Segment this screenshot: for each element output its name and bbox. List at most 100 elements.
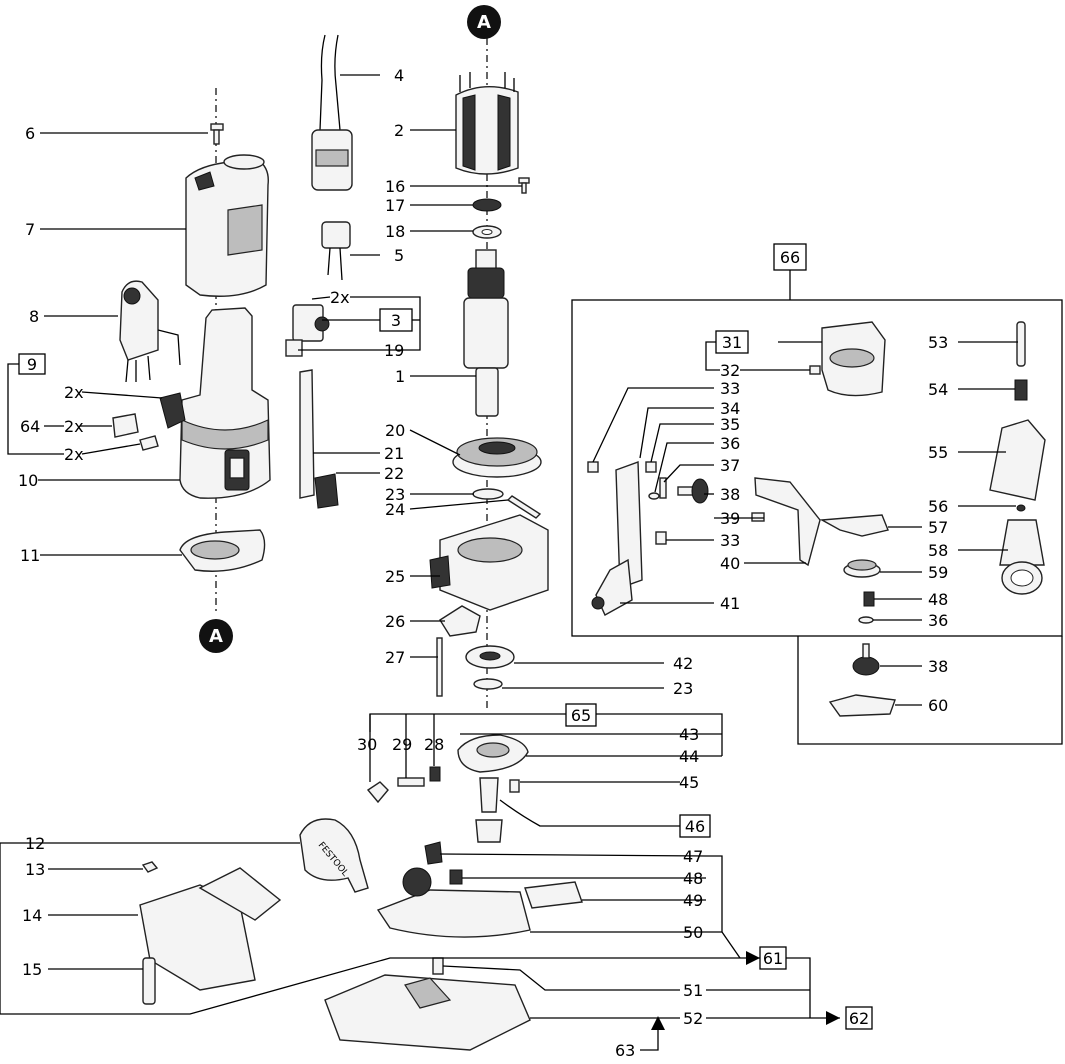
part-59-cap [843, 559, 881, 578]
multiplier-brush-holder: 2x [64, 383, 84, 402]
part-55-bracket [989, 419, 1046, 501]
part-38-knob-upper [677, 478, 709, 504]
part-4-cable [311, 34, 353, 191]
group-62-box [845, 1006, 873, 1030]
label-58: 58 [928, 541, 948, 560]
part-17-bearing [472, 198, 502, 212]
label-14: 14 [22, 906, 42, 925]
group-66-label: 66 [780, 248, 800, 267]
part-7-housing-cover [185, 154, 269, 297]
part-3-switch [292, 304, 330, 342]
label-45: 45 [679, 773, 699, 792]
leader-lines [0, 74, 1018, 1051]
label-30: 30 [357, 735, 377, 754]
part-5-connector [321, 221, 351, 281]
label-29: 29 [392, 735, 412, 754]
group-3-label: 3 [391, 311, 401, 330]
label-34: 34 [720, 399, 740, 418]
svg-text:A: A [209, 626, 223, 647]
label-7: 7 [25, 220, 35, 239]
part-36-washer-upper [648, 492, 660, 500]
label-12: 12 [25, 834, 45, 853]
label-51: 51 [683, 981, 703, 1000]
part-48-spring [449, 869, 463, 885]
part-24-clip [506, 495, 542, 519]
part-42-bearing [465, 645, 515, 669]
label-19: 19 [384, 341, 404, 360]
part-13-nut [141, 861, 159, 873]
label-16: 16 [385, 177, 405, 196]
part-23-circlip-lower [473, 678, 503, 690]
part-20-fan [452, 437, 542, 478]
part-33-pin-upper [587, 461, 599, 473]
part-number-labels: 6 7 8 64 10 11 4 5 19 21 22 2 16 17 18 1… [18, 66, 948, 1060]
part-31-housing [821, 321, 886, 397]
label-40: 40 [720, 554, 740, 573]
label-36b: 36 [928, 611, 948, 630]
part-1-armature [463, 249, 509, 417]
part-53-pin [1016, 321, 1026, 367]
label-22: 22 [384, 464, 404, 483]
label-5: 5 [394, 246, 404, 265]
label-57: 57 [928, 518, 948, 537]
label-42: 42 [673, 654, 693, 673]
part-60-lever [828, 694, 896, 717]
label-41: 41 [720, 594, 740, 613]
label-55: 55 [928, 443, 948, 462]
part-21-strap [299, 369, 315, 499]
label-6: 6 [25, 124, 35, 143]
axis-marker-bottom: A [199, 619, 233, 653]
multiplier-brush: 2x [64, 417, 84, 436]
label-33b: 33 [720, 531, 740, 550]
label-38b: 38 [928, 657, 948, 676]
axis-marker-top: A [467, 5, 501, 39]
part-35-screw [645, 461, 657, 473]
part-27-pin [436, 637, 443, 697]
label-17: 17 [385, 196, 405, 215]
part-26-bracket [439, 605, 481, 637]
part-25-bearing-housing [429, 514, 549, 611]
part-51-pin [432, 957, 444, 975]
part-39-screw [751, 512, 765, 522]
group-46-box [679, 814, 711, 838]
label-47: 47 [683, 847, 703, 866]
label-56: 56 [928, 497, 948, 516]
label-32: 32 [720, 361, 740, 380]
svg-text:A: A [477, 12, 491, 33]
part-9-brush-holder [112, 392, 186, 451]
part-18-washer [472, 225, 502, 239]
part-57-carrier [819, 514, 889, 537]
part-12-dust-nozzle: FESTOOL [299, 818, 369, 893]
label-44: 44 [679, 747, 699, 766]
multiplier-switch: 2x [330, 288, 350, 307]
label-11: 11 [20, 546, 40, 565]
label-60: 60 [928, 696, 948, 715]
group-61-label: 61 [763, 949, 783, 968]
label-64: 64 [20, 417, 40, 436]
label-25: 25 [385, 567, 405, 586]
label-4: 4 [394, 66, 404, 85]
part-22-clip [314, 473, 339, 509]
part-54-spring [1014, 379, 1028, 401]
label-18: 18 [385, 222, 405, 241]
group-31-box [715, 330, 749, 354]
label-50: 50 [683, 923, 703, 942]
group-9-box [18, 353, 46, 375]
part-14-adapter [139, 867, 282, 991]
part-34-fence [615, 461, 643, 589]
part-46-collet [475, 777, 503, 843]
label-36a: 36 [720, 434, 740, 453]
label-13: 13 [25, 860, 45, 879]
group-46-label: 46 [685, 817, 705, 836]
label-37: 37 [720, 456, 740, 475]
label-1: 1 [395, 367, 405, 386]
part-52-base-plate [324, 974, 531, 1051]
part-41-bracket [591, 558, 633, 616]
label-10: 10 [18, 471, 38, 490]
part-28-spring [429, 766, 441, 782]
label-33a: 33 [720, 379, 740, 398]
label-8: 8 [29, 307, 39, 326]
part-32-screw [809, 365, 821, 375]
label-15: 15 [22, 960, 42, 979]
